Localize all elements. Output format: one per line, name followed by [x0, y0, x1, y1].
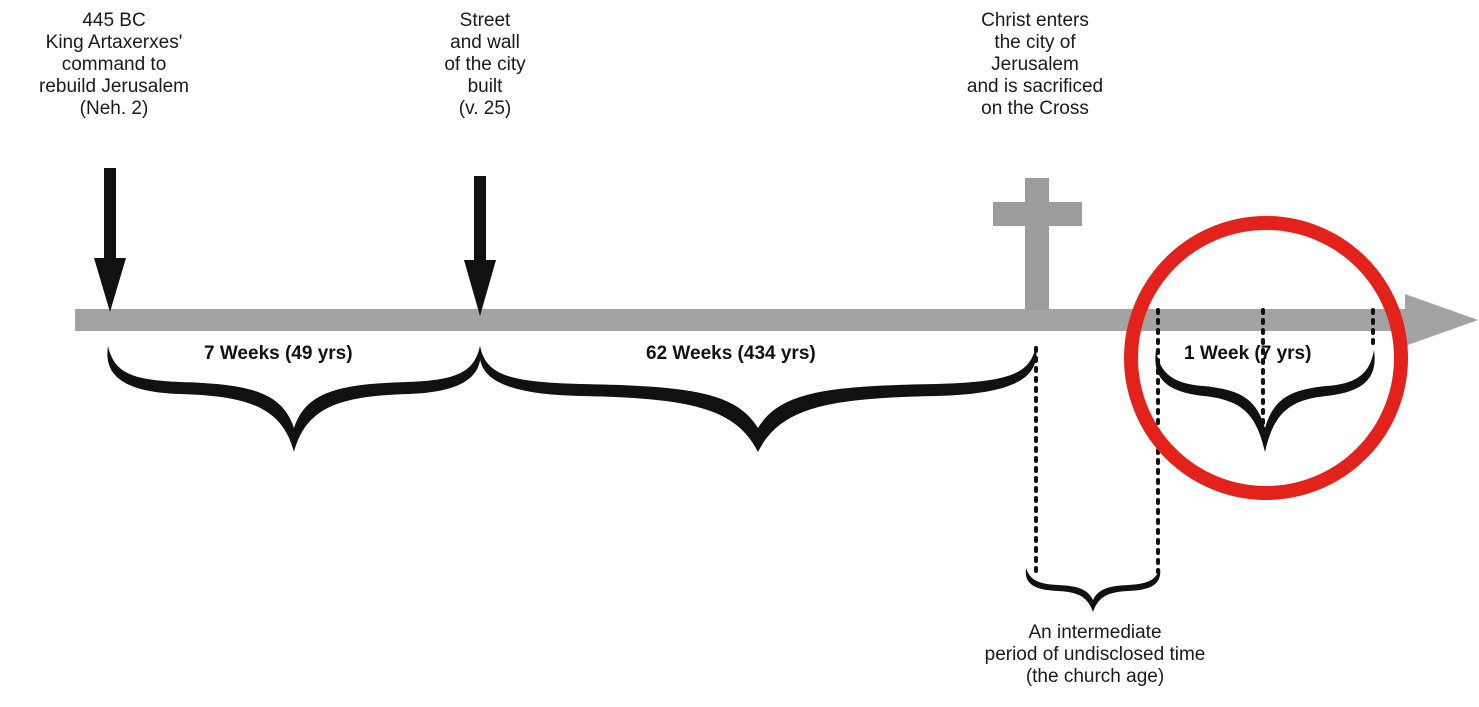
cross-icon [993, 178, 1082, 310]
seven-weeks-brace [107, 346, 481, 452]
seven-weeks-label: 7 Weeks (49 yrs) [204, 343, 353, 364]
sixty-two-weeks-label: 62 Weeks (434 yrs) [646, 343, 816, 364]
wall-arrow-icon [464, 176, 496, 316]
decree-arrow-icon [94, 168, 126, 312]
gap-brace [1025, 568, 1161, 612]
sixty-two-weeks-brace [479, 346, 1037, 452]
one-week-label: 1 Week (7 yrs) [1184, 343, 1312, 364]
timeline-arrow [75, 294, 1478, 346]
cross-event-label: Christ enters the city of Jerusalem and … [966, 10, 1104, 119]
highlight-circle [1124, 216, 1408, 500]
church-age-label: An intermediate period of undisclosed ti… [984, 622, 1206, 687]
decree-event-label: 445 BC King Artaxerxes' command to rebui… [39, 10, 189, 119]
wall-event-label: Street and wall of the city built (v. 25… [444, 10, 526, 119]
